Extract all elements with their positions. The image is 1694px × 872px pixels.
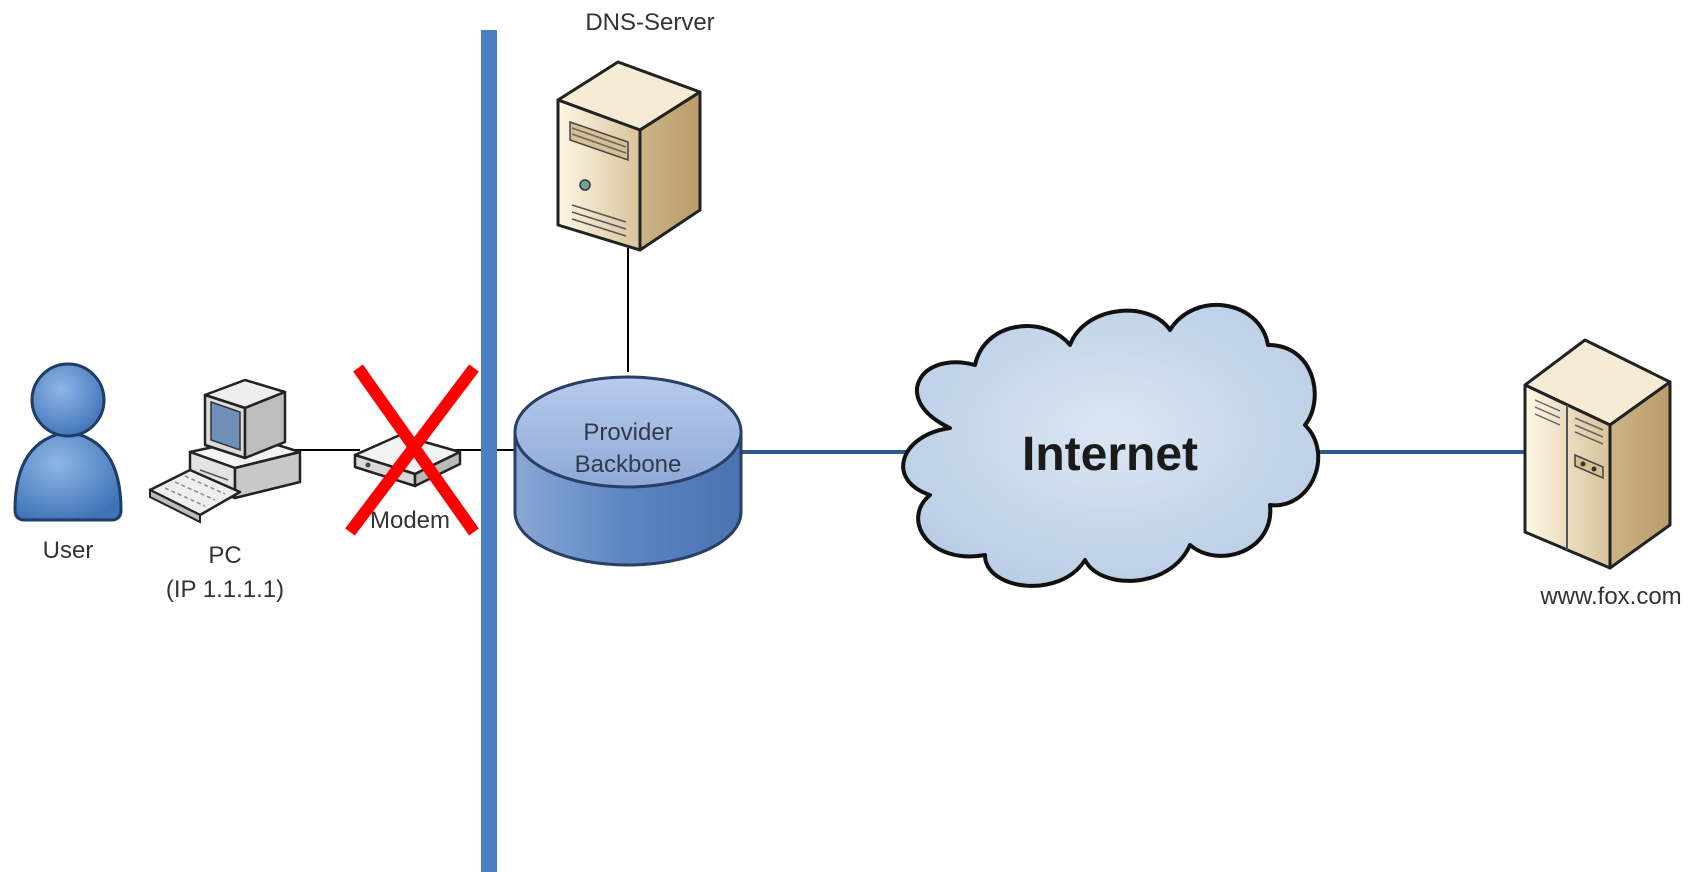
web-server-label: www.fox.com [1539,583,1681,610]
dns-server-label: DNS-Server [585,9,714,36]
user-person-icon [13,362,123,522]
pc-label: PC [208,542,241,569]
pc-node[interactable]: PC (IP 1.1.1.1) [148,378,302,603]
provider-backbone-node[interactable]: Provider Backbone [513,375,743,567]
internet-node[interactable]: Internet [901,303,1321,588]
web-server-node[interactable]: www.fox.com [1523,338,1682,610]
user-label: User [43,537,94,564]
server-tower-icon [556,60,702,252]
disconnected-x-icon [345,364,479,536]
pc-ip-label: (IP 1.1.1.1) [166,576,284,603]
backbone-label-line2: Backbone [575,451,682,478]
desktop-computer-icon [148,378,302,524]
connection-lines [225,248,1525,454]
user-node[interactable]: User [13,362,123,564]
backbone-cylinder-icon [513,375,743,567]
dns-server-node[interactable]: DNS-Server [556,9,715,252]
server-rack-icon [1523,338,1672,570]
internet-label: Internet [1022,428,1198,481]
cloud-icon [901,303,1321,588]
provider-boundary-line [481,30,497,872]
modem-node[interactable]: Modem [345,364,479,536]
modem-label: Modem [370,507,450,534]
backbone-label-line1: Provider [583,419,672,446]
